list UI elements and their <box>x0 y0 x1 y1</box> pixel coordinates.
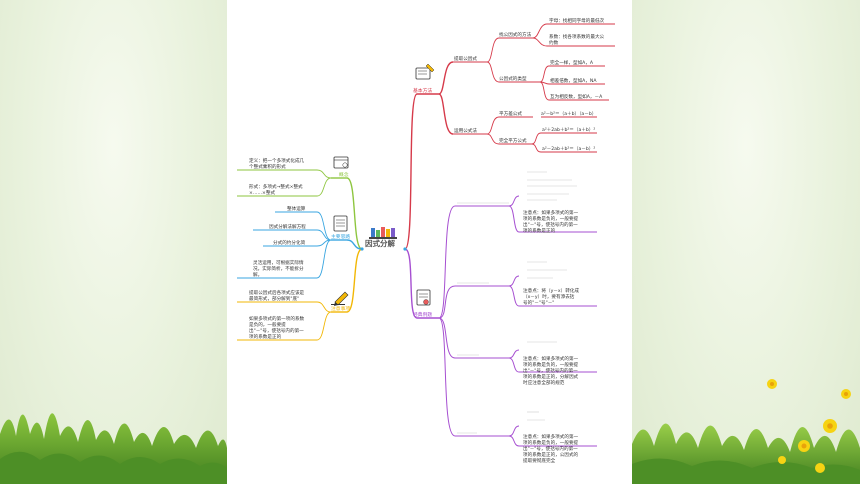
example-question-snippets <box>457 171 577 434</box>
pencil-icon <box>331 291 349 306</box>
svg-text:提取要彻底完全: 提取要彻底完全 <box>523 457 556 464</box>
branch-examples-label: 经典例题 <box>413 311 432 318</box>
concept-definition-line2: 个整式乘积的形式 <box>249 163 286 170</box>
node-coefficient-line2: 约数 <box>549 39 559 46</box>
svg-text:注意点：如果多项式的第一: 注意点：如果多项式的第一 <box>523 433 579 440</box>
concept-definition-line1: 定义：把一个多项式化成几 <box>249 157 305 164</box>
svg-text:出"－"号，使括号内的第一: 出"－"号，使括号内的第一 <box>523 367 578 374</box>
flower-icon <box>767 379 851 473</box>
branch-typical-examples[interactable]: 经典例题 <box>413 289 432 318</box>
node-letters: 字母：找相同字母的最低次 <box>549 17 605 24</box>
books-icon <box>369 227 397 239</box>
certificate-icon <box>416 289 431 306</box>
node-type-identical: 完全一样，型如A，A <box>550 59 594 66</box>
svg-text:号的"－"号"－": 号的"－"号"－" <box>523 299 554 306</box>
branch-concept[interactable]: 概念 <box>333 156 349 178</box>
svg-text:项的系数是正的，分解因式: 项的系数是正的，分解因式 <box>523 373 579 380</box>
key-flexible-line3: 解。 <box>253 271 262 278</box>
formula-perfect-square-plus: a²＋2ab＋b²＝（a＋b）² <box>542 127 595 133</box>
left-background <box>0 0 227 484</box>
node-coefficient-line1: 系数：找各项系数的最大公 <box>549 33 605 40</box>
right-background <box>632 0 860 484</box>
node-extract-factor: 提取公因式 <box>454 55 477 62</box>
svg-text:（x－y）时，要有添去括: （x－y）时，要有添去括 <box>523 293 575 300</box>
notebook-pen-icon <box>415 63 435 80</box>
example-note-1: 注意点：如果多项式的第一 项的系数是负的，一般要提 出"－"号，使括号内的第一 … <box>523 209 579 234</box>
example-note-2: 注意点：将（y－x）转化成 （x－y）时，要有添去括 号的"－"号"－" <box>523 287 579 306</box>
notes-negative-line3: 出"－"号，使括号内的第一 <box>249 327 304 334</box>
svg-text:注意点：将（y－x）转化成: 注意点：将（y－x）转化成 <box>523 287 579 294</box>
concept-form-line2: ×……×整式 <box>249 189 275 196</box>
svg-text:项的系数是正的: 项的系数是正的 <box>523 227 556 234</box>
notes-negative-line2: 是负的，一般要提 <box>249 321 286 328</box>
node-factor-types: 公因式的类型 <box>499 75 527 82</box>
browser-window-icon <box>333 156 349 169</box>
notes-simplest-line1: 提取公因式后各项式应该是 <box>249 289 305 296</box>
branch-notes[interactable]: 注意事项 <box>331 291 350 312</box>
center-node[interactable]: 因式分解 <box>360 227 407 251</box>
key-flexible-line1: 灵活运用，可根据实际情 <box>253 259 304 266</box>
connector-center-basic <box>404 93 418 250</box>
key-simplify-fractions: 分式的约分化简 <box>273 239 306 246</box>
node-formula-method: 运用公式法 <box>454 127 477 134</box>
document-list-icon <box>333 215 348 232</box>
node-square-difference: 平方差公式 <box>499 110 522 117</box>
svg-text:项的系数是负的，一般要提: 项的系数是负的，一般要提 <box>523 361 579 368</box>
node-perfect-square: 完全平方公式 <box>499 137 527 144</box>
example-note-4: 注意点：如果多项式的第一 项的系数是负的，一般要提 出"－"号，使括号内的第一 … <box>523 433 579 464</box>
branch-key-label: 主要思路 <box>331 233 350 240</box>
connector-center-concept <box>346 177 363 250</box>
svg-text:项的系数是负的，一般要提: 项的系数是负的，一般要提 <box>523 215 579 222</box>
svg-text:项的系数是负的，一般要提: 项的系数是负的，一般要提 <box>523 439 579 446</box>
svg-text:出"－"号，使括号内的第一: 出"－"号，使括号内的第一 <box>523 445 578 452</box>
key-flexible-line2: 况，实际简析，不能拆分 <box>253 265 304 272</box>
branch-notes-label: 注意事项 <box>331 305 350 312</box>
node-type-multiple: 相差倍数，型如A，NA <box>550 77 597 84</box>
key-solve-equations: 因式分解法解方程 <box>269 223 306 230</box>
svg-text:项的系数是正的，公因式的: 项的系数是正的，公因式的 <box>523 451 579 458</box>
notes-negative-line4: 项的系数是正的 <box>249 333 282 340</box>
node-type-opposite: 互为相反数，型如A，－A <box>550 93 603 100</box>
svg-text:时应注意全部的规范: 时应注意全部的规范 <box>523 379 565 386</box>
svg-text:注意点：如果多项式的第一: 注意点：如果多项式的第一 <box>523 355 579 362</box>
concept-form-line1: 形式：多项式→整式×整式 <box>249 183 303 190</box>
formula-square-difference: a²－b²＝（a＋b）（a－b） <box>541 111 596 117</box>
key-overall-operation: 整体运算 <box>287 205 306 212</box>
grass-decoration <box>0 413 227 484</box>
connector-center-notes <box>346 248 363 313</box>
branch-concept-label: 概念 <box>339 171 349 178</box>
connector-basic-extract <box>438 61 454 95</box>
grass-with-flowers-decoration <box>632 379 860 484</box>
connector-center-examples <box>404 248 418 319</box>
example-note-3: 注意点：如果多项式的第一 项的系数是负的，一般要提 出"－"号，使括号内的第一 … <box>523 355 579 386</box>
notes-negative-line1: 如果多项式的第一项的系数 <box>249 315 305 322</box>
branch-key-points[interactable]: 主要思路 <box>331 215 350 240</box>
notes-simplest-line2: 最简形式，部分解到"底" <box>249 295 299 302</box>
branch-basic-methods[interactable]: 基本方法 <box>413 63 435 94</box>
branch-basic-label: 基本方法 <box>413 87 432 94</box>
formula-perfect-square-minus: a²－2ab＋b²＝（a－b）² <box>542 146 595 152</box>
center-title: 因式分解 <box>365 238 395 248</box>
connector-center-key <box>346 239 363 250</box>
connector-basic-formula <box>438 93 454 135</box>
svg-text:注意点：如果多项式的第一: 注意点：如果多项式的第一 <box>523 209 579 216</box>
svg-text:出"－"号，使括号内的第一: 出"－"号，使括号内的第一 <box>523 221 578 228</box>
mindmap-canvas: 因式分解 基本方法 提取公因式 找公因式的方法 字母：找相同字母的最低次 系数：… <box>227 0 632 484</box>
mindmap-diagram: 因式分解 基本方法 提取公因式 找公因式的方法 字母：找相同字母的最低次 系数：… <box>237 17 615 464</box>
node-find-method: 找公因式的方法 <box>499 31 532 38</box>
